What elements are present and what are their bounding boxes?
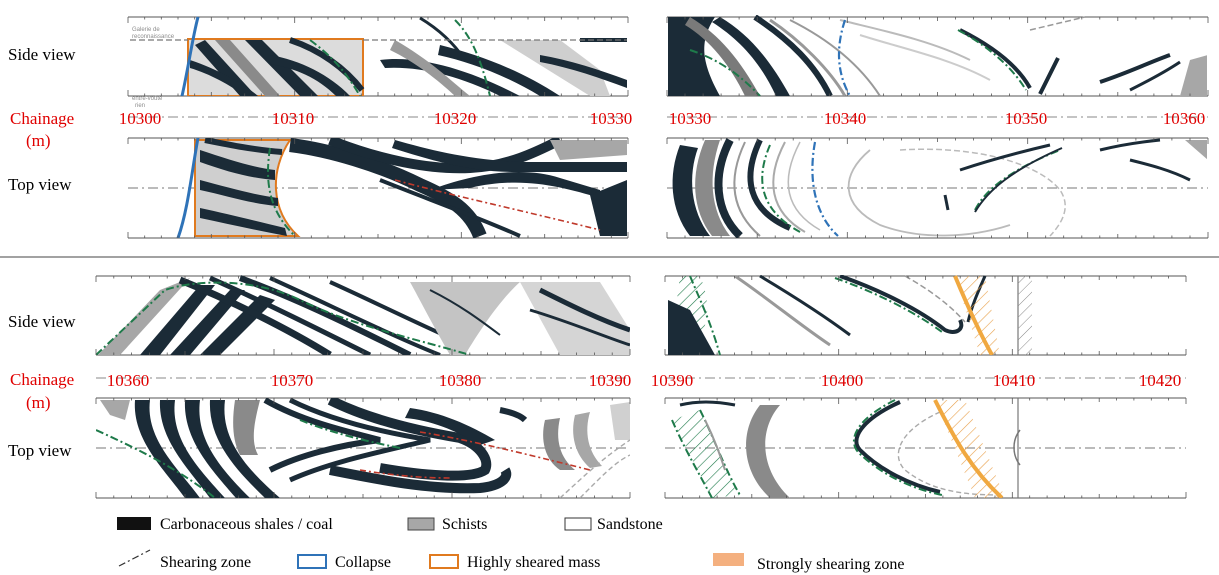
panel-1-tick-2: 10320 — [434, 109, 477, 128]
collapse-swatch — [297, 554, 327, 569]
panel-3-tick-3: 10390 — [589, 371, 632, 390]
chainage-label-2: Chainage — [10, 370, 74, 389]
chainage-label-1: Chainage — [10, 109, 74, 128]
strongly-shearing-swatch — [713, 553, 744, 566]
panel-1-tick-1: 10310 — [272, 109, 315, 128]
panel-4-tick-1: 10400 — [821, 371, 864, 390]
panel-3-tick-1: 10370 — [271, 371, 314, 390]
vault-annotation-line1: entre-voûte — [132, 96, 163, 102]
panel-1-side-view: Galerie de reconnaissance entre-voûte ri… — [128, 16, 628, 109]
side-view-label-2: Side view — [8, 312, 76, 331]
legend-item-shearing-zone: Shearing zone — [118, 549, 251, 571]
legend-item-strongly-shearing: Strongly shearing zone — [713, 553, 905, 573]
schists-swatch — [407, 517, 435, 531]
panel-3-tick-2: 10380 — [439, 371, 482, 390]
gallery-annotation-line1: Galerie de — [132, 27, 160, 33]
panel-2-tick-2: 10350 — [1005, 109, 1048, 128]
panel-4-tick-3: 10420 — [1139, 371, 1182, 390]
panel-1-top-view — [128, 137, 628, 239]
gallery-annotation-line2: reconnaissance — [132, 34, 175, 40]
chainage-unit-2: (m) — [26, 393, 51, 412]
top-view-label-1: Top view — [8, 175, 72, 194]
vault-annotation-line2: rien — [135, 103, 145, 109]
legend: Carbonaceous shales / coal Schists Sands… — [117, 516, 905, 573]
panel-2-side-view — [667, 15, 1208, 97]
legend-item-sandstone: Sandstone — [564, 516, 663, 533]
panel-3-side-view — [96, 275, 630, 356]
side-view-label-1: Side view — [8, 45, 76, 64]
chainage-unit-1: (m) — [26, 131, 51, 150]
highly-sheared-swatch — [429, 554, 459, 569]
shearing-zone-symbol — [118, 549, 151, 567]
legend-item-schists: Schists — [407, 516, 487, 533]
panel-3-tick-0: 10360 — [107, 371, 150, 390]
panel-1-tick-0: 10300 — [119, 109, 162, 128]
panel-4-tick-2: 10410 — [993, 371, 1036, 390]
panel-4-side-view — [665, 275, 1186, 356]
legend-item-highly-sheared: Highly sheared mass — [429, 554, 600, 571]
panel-3: 10360 10370 10380 10390 — [96, 275, 632, 499]
panel-4: 10390 10400 10410 10420 — [651, 275, 1186, 499]
legend-highly-sheared-label: Highly sheared mass — [467, 554, 600, 571]
sandstone-swatch — [564, 517, 592, 531]
legend-shearing-zone-label: Shearing zone — [160, 554, 251, 571]
panel-2-tick-1: 10340 — [824, 109, 867, 128]
legend-coal-label: Carbonaceous shales / coal — [160, 516, 333, 533]
legend-strongly-shearing-label: Strongly shearing zone — [757, 556, 905, 573]
panel-2-top-view — [667, 137, 1208, 239]
legend-item-coal: Carbonaceous shales / coal — [117, 516, 333, 533]
legend-schists-label: Schists — [442, 516, 487, 533]
legend-item-collapse: Collapse — [297, 554, 391, 571]
panel-4-top-view — [665, 397, 1186, 499]
legend-collapse-label: Collapse — [335, 554, 391, 571]
panel-2: 10330 10340 10350 10360 — [667, 15, 1208, 239]
panel-1: Galerie de reconnaissance entre-voûte ri… — [119, 16, 633, 239]
top-view-label-2: Top view — [8, 441, 72, 460]
panel-3-top-view — [96, 397, 630, 499]
panel-2-tick-3: 10360 — [1163, 109, 1206, 128]
coal-swatch — [117, 517, 151, 530]
legend-sandstone-label: Sandstone — [597, 516, 663, 533]
frame-tick-marks — [95, 17, 1209, 498]
panel-1-tick-3: 10330 — [590, 109, 633, 128]
panel-2-tick-0: 10330 — [669, 109, 712, 128]
panel-4-tick-0: 10390 — [651, 371, 694, 390]
